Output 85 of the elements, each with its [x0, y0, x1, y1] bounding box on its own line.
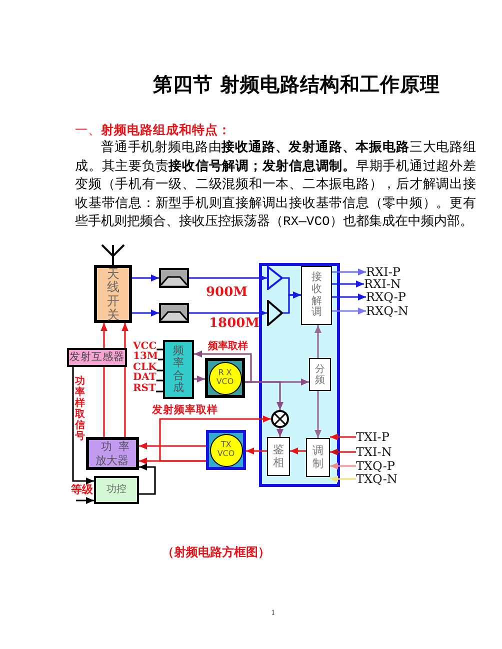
connector-line	[124, 367, 126, 437]
coupler-block	[67, 348, 127, 367]
signal-label: TXI-N	[356, 446, 392, 458]
oscillator-label: TX VCO	[210, 434, 242, 466]
arrow	[332, 268, 366, 276]
arrow	[245, 381, 284, 410]
arrow	[100, 323, 108, 348]
modulator-block	[306, 438, 330, 477]
arrow	[330, 434, 356, 440]
mixer-symbol	[271, 410, 289, 428]
arrow	[283, 292, 301, 314]
signal-label: RXI-P	[366, 266, 400, 278]
signal-label: RXQ-N	[366, 305, 408, 317]
amplifier-symbol	[267, 266, 283, 290]
arrow	[330, 476, 356, 482]
signal-label: 13M	[133, 350, 158, 362]
arrow	[330, 448, 356, 456]
arrow	[194, 376, 205, 382]
connector-line	[156, 390, 163, 392]
signal-label: DAT	[133, 372, 156, 382]
divider-block	[309, 358, 331, 391]
power-control-block	[94, 476, 139, 504]
block-label: 发射互感器	[70, 351, 124, 364]
amplifier-block	[86, 437, 139, 470]
connector-line	[156, 348, 163, 350]
arrow	[139, 442, 206, 450]
arrow	[76, 497, 94, 504]
signal-label: TXI-P	[356, 431, 390, 443]
antenna-switch-block	[94, 265, 132, 323]
arrow	[276, 428, 284, 437]
signal-label: TXQ-P	[356, 460, 395, 472]
connector-line	[156, 380, 163, 382]
block-label: 鉴相	[273, 444, 284, 469]
body-paragraph: 普通手机射频电路由接收通路、发射通路、本振电路三大电路组成。其主要负责接收信号解调；发射信息调制。早期手机通过超外差变频（手机有一级、二级混频和一本、二本振电路），后才解调出接收基带信息：新型手机则直接解调出接收基带信息（零中频）。更有些手机则把频合、接收压控振荡器（RX—VCO）也都集成在中频内部。	[75, 139, 476, 231]
signal-label: VCC	[133, 340, 157, 352]
page-title: 第四节 射频电路结构和工作原理	[153, 73, 440, 96]
signal-label: TXQ-N	[356, 473, 398, 485]
edge-label: 频率取样	[208, 341, 248, 352]
demodulator-block	[301, 266, 332, 325]
arrow	[159, 416, 271, 462]
edge-label: 1800M	[209, 317, 260, 332]
phase-detector-block	[267, 437, 290, 476]
arrow	[290, 448, 306, 454]
arrow	[132, 274, 159, 282]
section-heading: 一、射频电路组成和特点：	[75, 122, 231, 138]
arrow	[332, 294, 366, 300]
block-label: 功率放大器	[96, 440, 130, 468]
block-label: 接收解调	[311, 272, 322, 319]
arrow	[332, 280, 364, 288]
synthesizer-block	[163, 340, 194, 399]
filter-symbol	[159, 303, 189, 323]
edge-label: 发射频率取样	[152, 405, 218, 417]
block-label: 分频	[315, 364, 325, 386]
figure-caption: （射频电路方框图）	[162, 545, 270, 560]
signal-label: RXQ-P	[366, 291, 406, 303]
block-label: 天线开关	[106, 266, 120, 322]
arrow	[332, 308, 366, 314]
block-label: 频率合成	[173, 345, 184, 394]
block-label: 调制	[312, 445, 324, 470]
arrow	[132, 310, 159, 316]
integrated-circuit-block	[259, 263, 340, 487]
block-label: 功控	[106, 484, 126, 496]
arrow	[330, 462, 356, 470]
edge-label: 功率样取信号	[75, 376, 85, 442]
arrow	[72, 367, 94, 484]
arrow	[314, 391, 322, 438]
arrow	[194, 350, 252, 383]
oscillator-label: R X VCO	[208, 362, 242, 394]
edge-label: 等级	[71, 484, 93, 496]
arrow	[189, 310, 267, 316]
signal-label: RXI-N	[364, 278, 401, 290]
arrow	[189, 274, 267, 282]
edge-label: 900M	[206, 286, 248, 300]
connector-line	[158, 358, 163, 360]
arrow	[122, 323, 128, 348]
connector-line	[103, 367, 105, 437]
arrow	[139, 464, 156, 495]
arrow	[246, 448, 267, 454]
signal-label: CLK	[133, 362, 157, 372]
connector-line	[156, 370, 163, 372]
signal-label: RST	[133, 382, 156, 394]
filter-symbol	[159, 268, 189, 288]
amplifier-symbol	[267, 300, 283, 326]
arrow	[314, 325, 322, 358]
arrow	[139, 458, 206, 464]
